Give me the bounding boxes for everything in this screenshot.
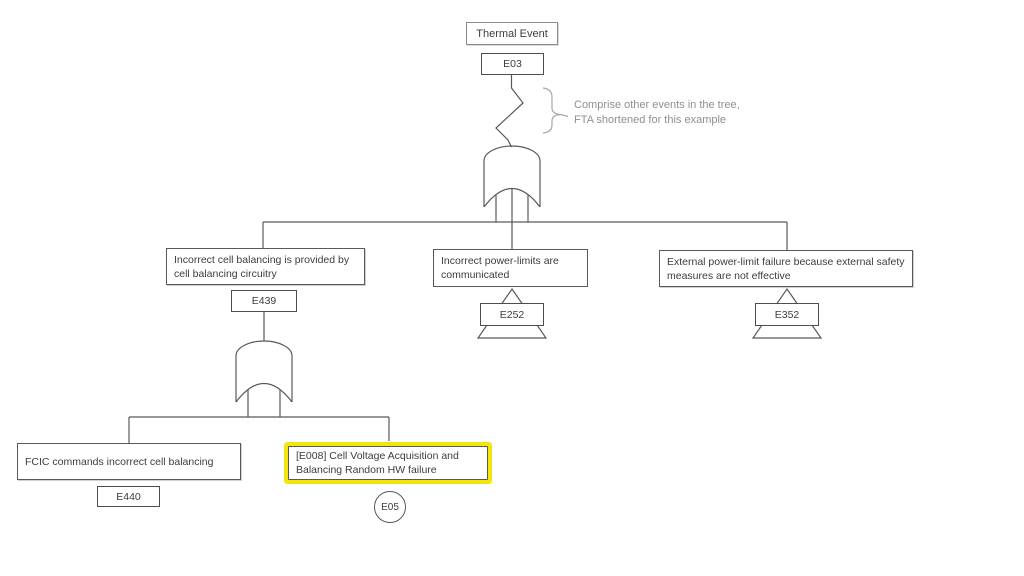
event-id-box-e439: E439 [231,290,297,312]
top-event-box: Thermal Event [466,22,558,45]
break-zigzag-icon [495,75,524,148]
event-id-box-e440: E440 [97,486,160,507]
basic-event-circle-e05: E05 [374,491,406,523]
annotation-line-1: Comprise other events in the tree, [574,99,740,111]
event-id-box-e352: E352 [755,303,819,326]
branch-connectors-level2 [128,416,390,443]
top-event-id-box: E03 [481,53,544,75]
event-box-fcic: FCIC commands incorrect cell balancing [17,443,241,480]
or-gate-icon [235,340,293,417]
event-box-power-limits: Incorrect power-limits are communicated [433,249,588,287]
event-box-external-power-limit: External power-limit failure because ext… [659,250,913,287]
annotation-line-2: FTA shortened for this example [574,114,727,126]
or-gate-icon [483,145,541,222]
event-box-cell-balancing: Incorrect cell balancing is provided by … [166,248,365,285]
event-box-hw-failure-highlighted: [E008] Cell Voltage Acquisition and Bala… [288,446,488,480]
branch-connectors-level1 [262,189,788,250]
annotation-brace-icon [542,87,569,134]
annotation-text: Comprise other events in the tree, FTA s… [574,98,740,128]
event-id-box-e252: E252 [480,303,544,326]
